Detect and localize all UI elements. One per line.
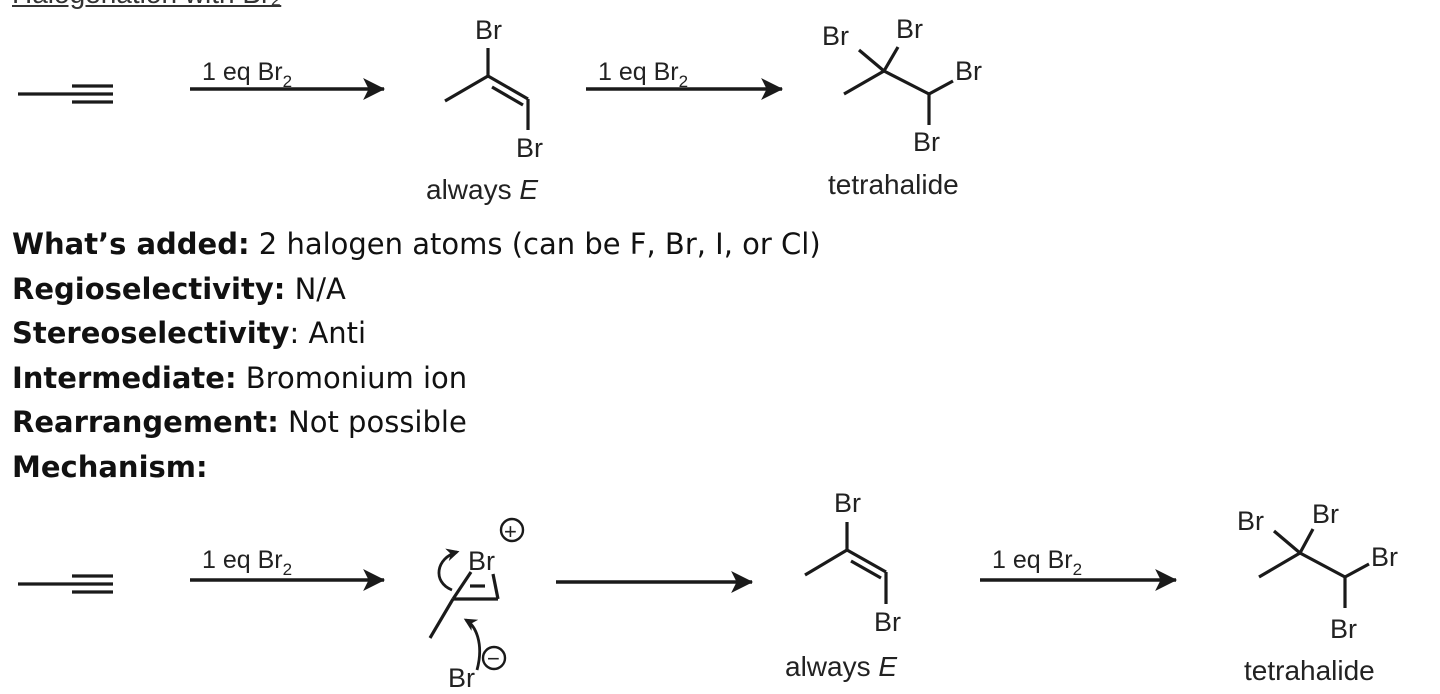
tetrahalide-structure: Br Br Br Br tetrahalide	[1237, 499, 1398, 686]
reaction-arrow-2: 1 eq Br2	[586, 58, 784, 100]
caption-tetrahalide: tetrahalide	[828, 169, 959, 200]
reagent-subscript: 2	[1073, 560, 1082, 579]
reagent-label: 1 eq Br	[992, 546, 1073, 574]
reagent-subscript: 2	[679, 72, 688, 91]
atom-label-br: Br	[874, 607, 901, 637]
tetrahalide-structure: Br Br Br Br tetrahalide	[822, 14, 982, 200]
svg-text:1 eq Br2: 1 eq Br2	[202, 546, 292, 579]
atom-label-br: Br	[1371, 542, 1398, 572]
svg-text:1 eq Br2: 1 eq Br2	[598, 58, 688, 91]
atom-label-br: Br	[913, 127, 940, 157]
caption-always-e: always E	[426, 174, 538, 205]
svg-text:1 eq Br2: 1 eq Br2	[992, 546, 1082, 579]
prop-regioselectivity: Regioselectivity: N/A	[12, 271, 346, 306]
atom-label-br: Br	[448, 663, 475, 693]
negative-charge: −	[487, 646, 500, 671]
prop-rearrangement: Rearrangement: Not possible	[12, 405, 467, 439]
atom-label-br: Br	[1330, 614, 1357, 644]
caption-tetrahalide: tetrahalide	[1244, 655, 1375, 686]
atom-label-br: Br	[955, 56, 982, 86]
alkyne-structure	[18, 574, 113, 594]
atom-label-br: Br	[834, 488, 861, 518]
prop-mechanism: Mechanism:	[12, 449, 208, 484]
bromonium-intermediate: Br + Br −	[428, 517, 525, 693]
atom-label-br: Br	[1312, 499, 1339, 529]
prop-intermediate: Intermediate: Bromonium ion	[12, 360, 468, 395]
reaction-arrow-1: 1 eq Br2	[190, 546, 386, 591]
section-heading: Halogenation with Br₂	[12, 0, 281, 10]
atom-label-br: Br	[822, 21, 849, 51]
atom-label-br: Br	[896, 14, 923, 44]
reagent-label: 1 eq Br	[202, 546, 283, 574]
atom-label-br: Br	[475, 15, 502, 45]
mechanism-scheme: 1 eq Br2 Br + Br − Br Br always E 1 eq B…	[18, 488, 1398, 693]
dibromoalkene-structure: Br Br always E	[426, 15, 543, 205]
atom-label-br: Br	[468, 546, 495, 576]
positive-charge: +	[504, 519, 517, 544]
svg-text:1 eq Br2: 1 eq Br2	[202, 58, 292, 91]
top-reaction-scheme: 1 eq Br2 Br Br always E 1 eq Br2 Br Br B…	[18, 14, 982, 205]
reagent-label: 1 eq Br	[202, 58, 283, 86]
reagent-subscript: 2	[283, 560, 292, 579]
reaction-arrow-1: 1 eq Br2	[190, 58, 386, 100]
prop-whats-added: What’s added: 2 halogen atoms (can be F,…	[12, 227, 821, 261]
alkyne-structure	[18, 84, 113, 104]
atom-label-br: Br	[1237, 506, 1264, 536]
reaction-arrow-3: 1 eq Br2	[980, 546, 1178, 591]
reagent-subscript: 2	[283, 72, 292, 91]
prop-stereoselectivity: Stereoselectivity: Anti	[12, 316, 367, 350]
reagent-label: 1 eq Br	[598, 58, 679, 86]
caption-always-e: always E	[785, 651, 897, 682]
reaction-properties: What’s added: 2 halogen atoms (can be F,…	[12, 222, 821, 489]
dibromoalkene-structure: Br Br always E	[785, 488, 901, 682]
atom-label-br: Br	[516, 133, 543, 163]
